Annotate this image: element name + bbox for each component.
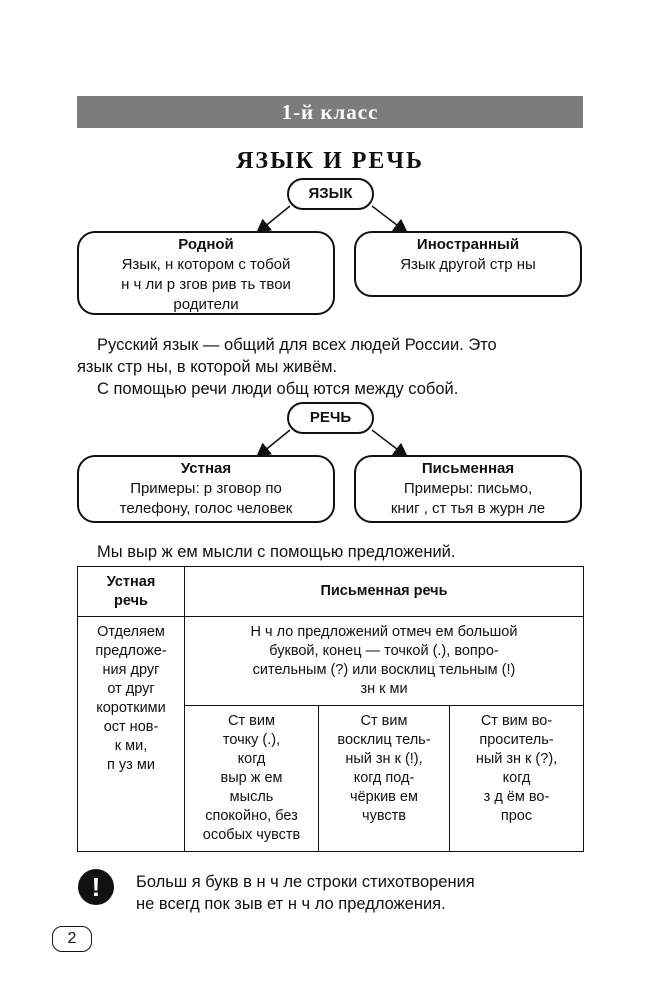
native-line: н ч ли р згов рив ть твои bbox=[121, 276, 291, 293]
written-title: Письменная bbox=[421, 460, 515, 477]
cell-line: предложе- bbox=[95, 643, 167, 659]
note-line: не всегд пок зыв ет н ч ло предложения. bbox=[136, 895, 446, 913]
header-line: речь bbox=[114, 592, 148, 609]
foreign-language-box: Иностранный Язык другой стр ны bbox=[354, 231, 582, 297]
paragraph-line: Русский язык — общий для всех людей Росс… bbox=[97, 336, 497, 354]
native-language-box: Родной Язык, н котором с тобой н ч ли р … bbox=[77, 231, 335, 315]
arrow-to-oral bbox=[255, 429, 291, 458]
cell-line: проситель- bbox=[479, 732, 554, 748]
cell-line: когд bbox=[502, 770, 531, 786]
foreign-title: Иностранный bbox=[416, 236, 520, 253]
cell-line: ния друг bbox=[102, 662, 160, 678]
table-cell-question: Ст вим во- проситель- ный зн к (?), когд… bbox=[449, 705, 584, 852]
note-text: Больш я букв в н ч ле строки стихотворен… bbox=[136, 871, 585, 915]
cell-line: зн к ми bbox=[360, 681, 408, 697]
native-line: родители bbox=[173, 296, 239, 313]
cell-line: чувств bbox=[362, 808, 406, 824]
cell-line: ный зн к (?), bbox=[475, 751, 558, 767]
cell-line: Н ч ло предложений отмеч ем большой bbox=[250, 624, 518, 640]
speech-node: РЕЧЬ bbox=[287, 402, 374, 434]
table-header-written: Письменная речь bbox=[184, 566, 584, 617]
cell-line: Ст вим во- bbox=[480, 713, 553, 729]
native-line: Язык, н котором с тобой bbox=[121, 256, 291, 273]
table-header-oral: Устная речь bbox=[77, 566, 185, 617]
cell-line: когд bbox=[237, 751, 266, 767]
note-line: Больш я букв в н ч ле строки стихотворен… bbox=[136, 873, 475, 891]
cell-line: сительным (?) или восклиц тельным (!) bbox=[252, 662, 516, 678]
written-line: книг , ст тья в журн ле bbox=[390, 500, 546, 517]
table-cell-exclamation: Ст вим восклиц тель- ный зн к (!), когд … bbox=[318, 705, 450, 852]
arrow-to-foreign bbox=[371, 205, 409, 234]
paragraph-speech: С помощью речи люди общ ются между собой… bbox=[97, 380, 459, 398]
cell-line: особых чувств bbox=[202, 827, 301, 843]
oral-speech-box: Устная Примеры: р зговор по телефону, го… bbox=[77, 455, 335, 523]
cell-line: к ми, bbox=[114, 738, 148, 754]
cell-line: от друг bbox=[107, 681, 155, 697]
arrow-to-native bbox=[255, 205, 291, 234]
cell-line: з д ём во- bbox=[483, 789, 550, 805]
foreign-line: Язык другой стр ны bbox=[400, 256, 536, 273]
section-title: ЯЗЫК И РЕЧЬ bbox=[236, 148, 424, 174]
cell-line: восклиц тель- bbox=[337, 732, 431, 748]
cell-line: короткими bbox=[96, 700, 166, 716]
arrow-to-written bbox=[371, 429, 409, 458]
exclamation-icon: ! bbox=[78, 869, 114, 905]
cell-line: прос bbox=[500, 808, 533, 824]
cell-line: Ст вим bbox=[360, 713, 408, 729]
table-oral-description: Отделяем предложе- ния друг от друг коро… bbox=[77, 616, 185, 852]
cell-line: чёркив ем bbox=[350, 789, 418, 805]
header-line: Устная bbox=[106, 573, 156, 590]
cell-line: п уз ми bbox=[107, 757, 155, 773]
paragraph-russian-language: Русский язык — общий для всех людей Росс… bbox=[77, 334, 585, 378]
cell-line: Отделяем bbox=[97, 624, 165, 640]
written-speech-box: Письменная Примеры: письмо, книг , ст ть… bbox=[354, 455, 582, 523]
cell-line: буквой, конец — точкой (.), вопро- bbox=[269, 643, 499, 659]
cell-line: выр ж ем bbox=[220, 770, 283, 786]
cell-line: ный зн к (!), bbox=[345, 751, 423, 767]
cell-line: мысль bbox=[229, 789, 274, 805]
cell-line: спокойно, без bbox=[205, 808, 298, 824]
cell-line: ост нов- bbox=[103, 719, 159, 735]
page-number: 2 bbox=[52, 926, 92, 952]
cell-line: когд под- bbox=[353, 770, 415, 786]
grade-banner: 1-й класс bbox=[77, 96, 583, 128]
speech-table: Устная речь Письменная речь Отделяем пре… bbox=[77, 566, 584, 852]
table-cell-period: Ст вим точку (.), когд выр ж ем мысль сп… bbox=[184, 705, 319, 852]
sentence-intro: Мы выр ж ем мысли с помощью предложений. bbox=[97, 543, 456, 561]
native-title: Родной bbox=[178, 236, 234, 253]
cell-line: точку (.), bbox=[222, 732, 281, 748]
language-node: ЯЗЫК bbox=[287, 178, 374, 210]
oral-line: Примеры: р зговор по bbox=[130, 480, 282, 497]
oral-line: телефону, голос человек bbox=[119, 500, 293, 517]
cell-line: Ст вим bbox=[228, 713, 275, 729]
table-written-general: Н ч ло предложений отмеч ем большой букв… bbox=[184, 616, 584, 706]
written-line: Примеры: письмо, bbox=[403, 480, 533, 497]
paragraph-line: язык стр ны, в которой мы живём. bbox=[77, 358, 338, 376]
oral-title: Устная bbox=[180, 460, 232, 477]
